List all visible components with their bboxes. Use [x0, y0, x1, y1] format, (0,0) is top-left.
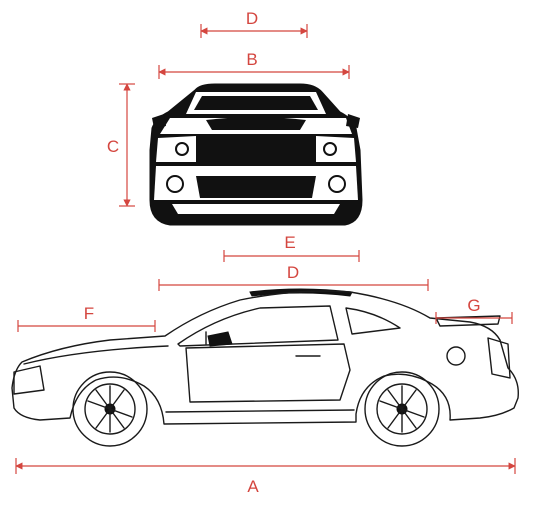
label-side-length-a: A — [247, 477, 259, 496]
right-fog-lamp — [328, 175, 346, 193]
front-rim — [84, 383, 136, 435]
dim-front-top-d: D — [200, 9, 308, 38]
rear-quarter-window — [345, 307, 401, 335]
side-mirror — [207, 331, 233, 347]
rear-tire — [364, 371, 440, 447]
front-tire — [72, 371, 148, 447]
rear-spoiler — [435, 315, 501, 327]
label-side-roof-d: D — [287, 263, 299, 282]
label-front-track-e: E — [284, 233, 295, 252]
side-taillight — [487, 337, 511, 379]
rear-rim — [376, 383, 428, 435]
dim-side-length-a: A — [15, 458, 516, 496]
side-body-outline — [11, 290, 519, 425]
front-splitter — [172, 204, 340, 214]
rocker-panel — [165, 409, 355, 413]
front-windshield-tint — [194, 96, 318, 110]
right-headlight-lamp — [323, 142, 337, 156]
left-headlight-lamp — [175, 142, 189, 156]
hood-scoop — [206, 117, 306, 130]
fuel-cap — [446, 346, 466, 366]
dim-side-trunk-g: G — [435, 296, 513, 324]
left-mirror — [152, 114, 166, 128]
dim-front-height-c: C — [107, 83, 135, 207]
label-side-trunk-g: G — [467, 296, 480, 315]
hood-line — [23, 345, 169, 365]
side-window — [177, 305, 339, 347]
side-door — [185, 343, 351, 403]
lower-intake — [196, 176, 316, 198]
side-view-car — [11, 288, 519, 447]
rear-spokes — [379, 385, 425, 433]
front-view-car — [149, 83, 363, 226]
left-fog-lamp — [166, 175, 184, 193]
dim-side-hood-f: F — [17, 304, 156, 332]
label-front-top-d: D — [246, 9, 258, 28]
right-mirror — [346, 114, 360, 128]
front-grille — [198, 136, 314, 164]
dim-front-width-b: B — [158, 50, 350, 79]
front-spokes — [87, 385, 133, 433]
side-headlight — [13, 365, 45, 395]
label-side-hood-f: F — [84, 304, 94, 323]
label-front-width-b: B — [246, 50, 257, 69]
label-front-height-c: C — [107, 137, 119, 156]
dim-side-roof-d: D — [158, 263, 429, 291]
dim-front-track-e: E — [223, 233, 360, 262]
